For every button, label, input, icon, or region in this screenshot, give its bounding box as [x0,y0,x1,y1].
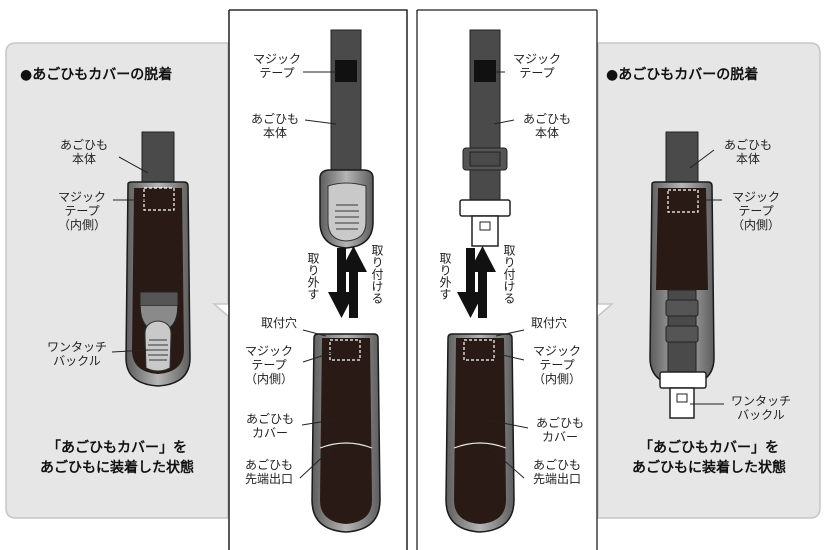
left-label-strap-body: あごひも 本体 [59,138,108,166]
cr-remove-label: 取り外す [438,252,452,300]
right-panel-caption: 「あごひもカバー」を あごひもに装着した状態 [632,440,786,476]
left-assembly [111,131,191,387]
cl-label-cover: あごひも カバー [245,412,294,440]
cl-label-strap-body: あごひも 本体 [250,112,299,140]
cr-label-strap-body: あごひも 本体 [522,112,571,140]
cr-label-tip-exit: あごひも 先端出口 [532,458,581,486]
center-left-cover [299,329,381,533]
center-right-cover [445,329,529,533]
right-label-buckle: ワンタッチ バックル [730,394,791,422]
right-assembly [649,131,724,419]
center-right-upper [459,29,515,247]
right-label-velcro-inner: マジック テープ （内側） [731,190,780,232]
center-left-upper [303,29,374,249]
left-label-velcro-inner: マジック テープ （内側） [57,190,106,232]
cl-remove-label: 取り外す [306,252,320,300]
cl-label-velcro-inner: マジック テープ （内側） [244,344,293,386]
cr-attach-label: 取り付ける [502,244,516,304]
cr-label-hole: 取付穴 [530,316,567,330]
cl-label-velcro: マジック テープ [252,52,301,80]
center-left-arrows [328,246,367,318]
cl-label-tip-exit: あごひも 先端出口 [244,458,293,486]
right-panel-title: ●あごひもカバーの脱着 [606,67,759,83]
left-panel-title: ●あごひもカバーの脱着 [20,67,173,83]
right-label-strap-body: あごひも 本体 [723,138,772,166]
left-panel-caption: 「あごひもカバー」を あごひもに装着した状態 [40,440,194,476]
center-right-arrows [457,246,496,318]
left-label-buckle: ワンタッチ バックル [46,340,107,368]
cr-label-velcro-inner: マジック テープ （内側） [532,344,581,386]
cl-label-hole: 取付穴 [260,316,297,330]
cr-label-velcro: マジック テープ [512,52,561,80]
cl-attach-label: 取り付ける [370,244,384,304]
cr-label-cover: あごひも カバー [535,416,584,444]
